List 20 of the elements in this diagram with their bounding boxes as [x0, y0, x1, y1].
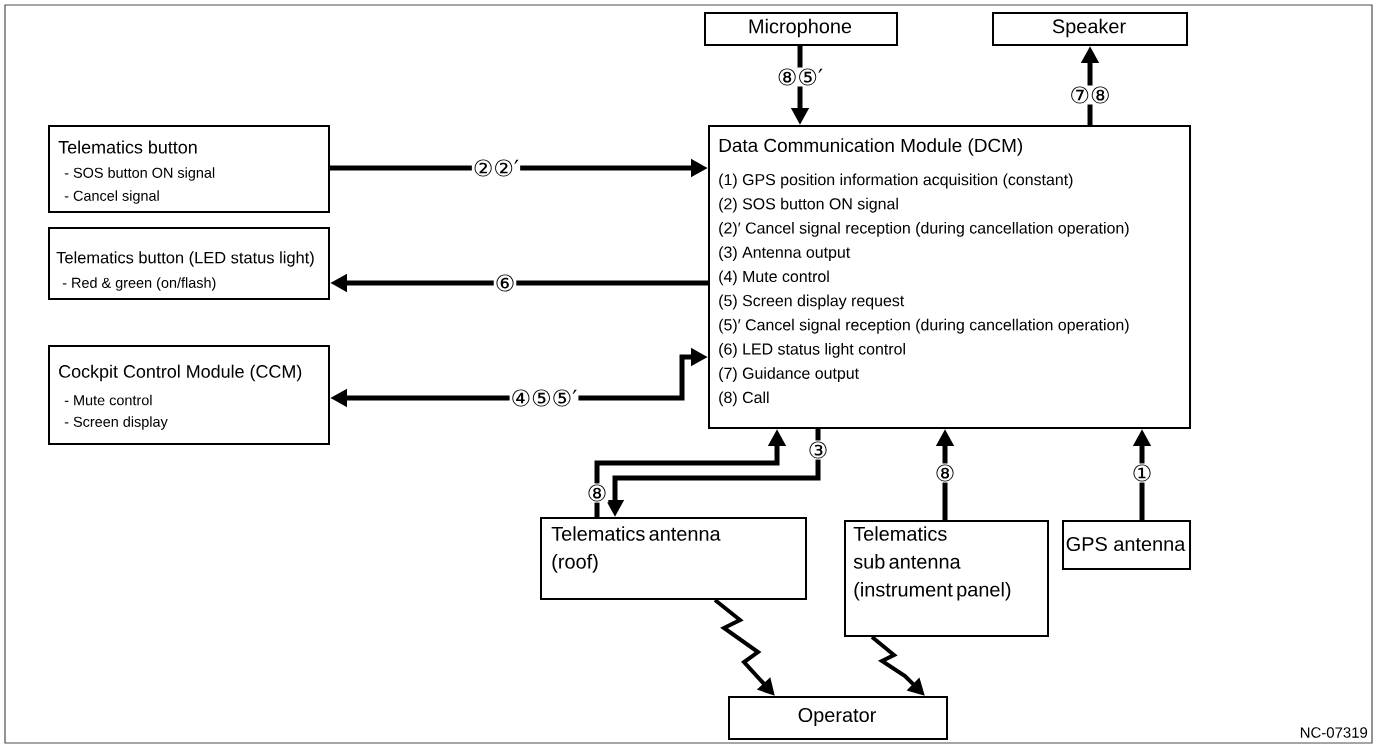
- block-box: Cockpit Control Module (CCM) - Mute control - Screen display: [48, 345, 330, 445]
- block-box: GPS antenna: [1062, 520, 1191, 570]
- edge-label: ⑥: [493, 273, 517, 293]
- edge-label: ③: [806, 440, 830, 460]
- edge-label: ①: [1130, 463, 1154, 483]
- block-box: Speaker: [992, 12, 1188, 46]
- block-box: Telematics button (LED status light) - Red & green (on/flash): [48, 227, 330, 300]
- block-box: Telematics button - SOS button ON signal - Cancel signal: [48, 125, 330, 213]
- edge-label: ⑧: [585, 483, 609, 503]
- figure-code: NC-07319: [1300, 727, 1368, 738]
- edge-label: ②②′: [471, 158, 521, 178]
- block-box: Telematics antenna (roof): [540, 517, 807, 600]
- block-box: Telematics sub antenna (instrument panel): [844, 520, 1049, 637]
- edge-label: ⑦⑧: [1068, 85, 1112, 105]
- block-box: Data Communication Module (DCM) (1) GPS position information acquisition (constant) (2) SOS button ON signal (2)′ Cancel signal reception (during cancellation operation) (3) Antenna output (4) Mute control (5) Screen display request (5)′ Cancel signal reception (during cancellation operation) (6) LED status light control (7) Guidance output (8) Call: [708, 125, 1191, 429]
- edge-label: ⑧: [933, 463, 957, 483]
- block-box: Microphone: [704, 12, 898, 46]
- edge-label: ④⑤⑤′: [509, 388, 579, 408]
- block-box: Operator: [728, 696, 948, 740]
- edge-label: ⑧⑤′: [775, 67, 825, 87]
